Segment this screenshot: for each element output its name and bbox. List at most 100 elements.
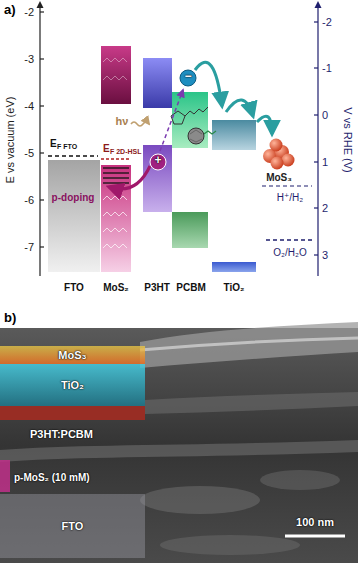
electron-transfer-arrows (226, 100, 253, 116)
potential-axis (314, 114, 318, 115)
mos2-layers (103, 228, 127, 232)
sem-image (0, 406, 145, 420)
energy-bands (48, 46, 256, 272)
layer-label: TiO₂ (61, 379, 84, 391)
layer-label: MoS₃ (58, 349, 86, 361)
pcbm-molecule (190, 130, 202, 142)
potential-axis (314, 6, 318, 276)
tick-label: -5 (24, 147, 34, 159)
layer-label: MoS₂ (103, 282, 129, 293)
mos2-layers (103, 196, 127, 200)
sem-image (145, 392, 358, 414)
electron-transfer-arrows (195, 62, 222, 106)
panel-letter: a) (4, 3, 16, 17)
energy-bands (212, 120, 256, 150)
sem-image (0, 460, 10, 492)
energy-axis (40, 152, 44, 153)
energy-bands (172, 212, 208, 248)
sem-image (0, 322, 358, 563)
energy-axis (39, 6, 40, 276)
tick-label: -1 (322, 62, 332, 74)
charge-sign: + (154, 154, 161, 167)
mos3-cluster (282, 154, 295, 167)
potential-axis (317, 6, 318, 276)
scale-label: 100 nm (296, 516, 334, 528)
tick-label: 0 (322, 109, 328, 121)
sem-image (285, 535, 345, 538)
potential-axis (314, 67, 318, 68)
tick-label: -4 (24, 100, 34, 112)
mos3-cluster (263, 139, 295, 170)
panel-letter: b) (4, 311, 16, 325)
layer-label: FTO (64, 282, 84, 293)
p3ht-molecule (185, 107, 208, 116)
tick-label: -2 (322, 16, 332, 28)
energy-axis (40, 246, 44, 247)
tick-label: -3 (24, 53, 34, 65)
fto-layer: FTO (0, 494, 145, 558)
hole (150, 154, 166, 170)
tick-label: -6 (24, 194, 34, 206)
axis-title: V vs RHE (V) (342, 107, 354, 172)
fermi-subscript: F FTO (57, 143, 77, 151)
hsl-levels (103, 177, 129, 178)
fermi-label: E (50, 138, 57, 149)
mos2-layers (103, 244, 127, 248)
hsl-levels (103, 167, 129, 168)
energy-bands (212, 262, 256, 272)
layer-label: p-MoS₂ (10 mM) (14, 472, 90, 483)
pcbm-molecule (204, 131, 216, 134)
mos3-layer: MoS₃ (0, 346, 145, 364)
redox-label: O₂/H₂O (273, 247, 306, 258)
energy-bands (143, 58, 172, 108)
energy-axis (40, 58, 44, 59)
tio2-layer: TiO₂ (0, 364, 145, 406)
hsl-levels (101, 158, 131, 159)
mos3-cluster (271, 157, 284, 170)
potential-axis (314, 21, 318, 22)
energy-axis (40, 6, 44, 276)
layer-label: TiO₂ (224, 282, 245, 293)
redox-level (266, 239, 312, 241)
hsl-levels (103, 172, 129, 173)
potential-axis (314, 161, 318, 162)
energy-axis (40, 199, 44, 200)
fermi-subscript: F 2D-HSL (110, 148, 142, 156)
sem-image (140, 486, 260, 514)
hsl-levels (103, 182, 129, 183)
photon-label: hν (116, 115, 129, 127)
process-label: p-doping (52, 192, 95, 203)
redox-level (262, 185, 312, 186)
energy-bands (172, 92, 208, 148)
tick-label: 3 (322, 249, 328, 261)
excitation-arrow (160, 90, 183, 151)
mos2-layers (103, 58, 127, 62)
axis-title: E vs vacuum (eV) (4, 97, 16, 184)
pcbm-molecule (188, 128, 204, 144)
layer-label: PCBM (176, 282, 205, 293)
sem-image (160, 535, 300, 555)
energy-axis (40, 105, 44, 106)
potential-axis (314, 207, 318, 208)
tick-label: 2 (322, 202, 328, 214)
charge-sign: − (184, 70, 191, 83)
tick-label: -7 (24, 241, 34, 253)
p3ht-molecule (171, 107, 208, 124)
layer-label: P3HT (144, 282, 170, 293)
fermi-label: E (103, 143, 110, 154)
sem-image (260, 470, 340, 490)
electron-transfer-arrows (257, 116, 272, 134)
redox-label: H⁺/H₂ (277, 192, 303, 203)
axis-arrowhead (315, 1, 322, 8)
energy-bands (143, 145, 172, 212)
electron (180, 70, 196, 86)
sem-image (140, 338, 358, 350)
sem-image (0, 440, 358, 462)
layer-label: P3HT:PCBM (30, 428, 93, 440)
layer-label: FTO (62, 520, 84, 532)
fermi-level (48, 155, 98, 157)
hsl-levels (101, 159, 131, 183)
electron-transfer-arrows (195, 62, 272, 134)
pcbm-molecule (188, 128, 216, 144)
